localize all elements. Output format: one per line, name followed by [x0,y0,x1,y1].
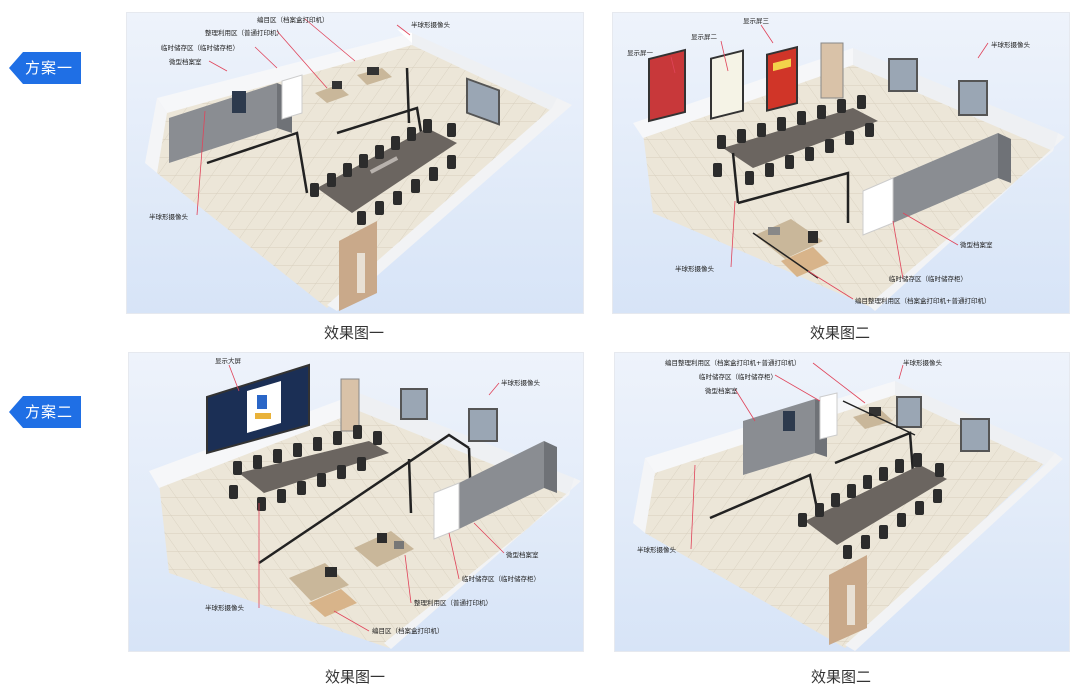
room-render-3: 显示大屏 半球形摄像头 微型档案室 临时储存区（临时储存柜） 半球形摄像头 整理… [129,353,583,651]
tag-arrow-shape [9,52,81,84]
label-dome-camera: 半球形摄像头 [205,603,245,612]
render-panel-4: 编目整理利用区（档案盒打印机+普通打印机） 半球形摄像头 临时储存区（临时储存柜… [614,352,1070,652]
label-editing-zone: 编目区（档案盒打印机） [257,15,329,24]
room-render-4: 编目整理利用区（档案盒打印机+普通打印机） 半球形摄像头 临时储存区（临时储存柜… [615,353,1069,651]
label-dome-camera: 半球形摄像头 [903,358,943,367]
label-sorting-zone: 整理利用区（普通打印机） [414,598,492,607]
tag-arrow-shape [9,396,81,428]
scheme-tag-1: 方案一 [9,52,81,84]
label-dome-camera: 半球形摄像头 [637,545,677,554]
label-screen-one: 显示屏一 [627,49,654,57]
scheme-tag-2: 方案二 [9,396,81,428]
caption-render-4: 效果图二 [810,668,871,686]
label-dome-camera: 半球形摄像头 [149,212,189,221]
label-screen-three: 显示屏三 [743,17,770,25]
label-micro-archive: 微型档案室 [506,550,539,559]
label-sorting-zone: 整理利用区（普通打印机） [205,28,283,37]
label-micro-archive: 微型档案室 [169,57,202,66]
render-panel-2: 显示屏三 显示屏二 显示屏一 半球形摄像头 微型档案室 半球形摄像头 临时储存区… [612,12,1070,314]
label-dome-camera: 半球形摄像头 [675,264,715,273]
label-dome-camera: 半球形摄像头 [501,378,541,387]
label-temp-storage: 临时储存区（临时储存柜） [699,372,777,381]
label-micro-archive: 微型档案室 [960,240,993,249]
caption-render-3: 效果图一 [324,668,385,686]
label-temp-storage: 临时储存区（临时储存柜） [462,574,540,583]
label-edit-sort-zone: 编目整理利用区（档案盒打印机+普通打印机） [855,296,990,305]
scheme-tag-label: 方案一 [24,59,73,77]
caption-render-1: 效果图一 [323,324,384,342]
label-temp-storage: 临时储存区（临时储存柜） [889,274,967,283]
label-editing-zone: 编目区（档案盒打印机） [372,626,444,635]
render-panel-3: 显示大屏 半球形摄像头 微型档案室 临时储存区（临时储存柜） 半球形摄像头 整理… [128,352,584,652]
label-big-screen: 显示大屏 [215,356,242,365]
room-render-1: 编目区（档案盒打印机） 整理利用区（普通打印机） 临时储存区（临时储存柜） 微型… [127,13,583,313]
scheme-tag-label: 方案二 [24,403,73,421]
render-panel-1: 编目区（档案盒打印机） 整理利用区（普通打印机） 临时储存区（临时储存柜） 微型… [126,12,584,314]
caption-render-2: 效果图二 [809,324,870,342]
label-temp-storage: 临时储存区（临时储存柜） [161,43,239,52]
label-dome-camera: 半球形摄像头 [991,40,1031,49]
room-render-2: 显示屏三 显示屏二 显示屏一 半球形摄像头 微型档案室 半球形摄像头 临时储存区… [613,13,1069,313]
label-micro-archive: 微型档案室 [705,386,738,395]
label-dome-camera: 半球形摄像头 [411,20,451,29]
label-screen-two: 显示屏二 [691,33,718,41]
label-edit-sort-zone: 编目整理利用区（档案盒打印机+普通打印机） [665,358,800,367]
